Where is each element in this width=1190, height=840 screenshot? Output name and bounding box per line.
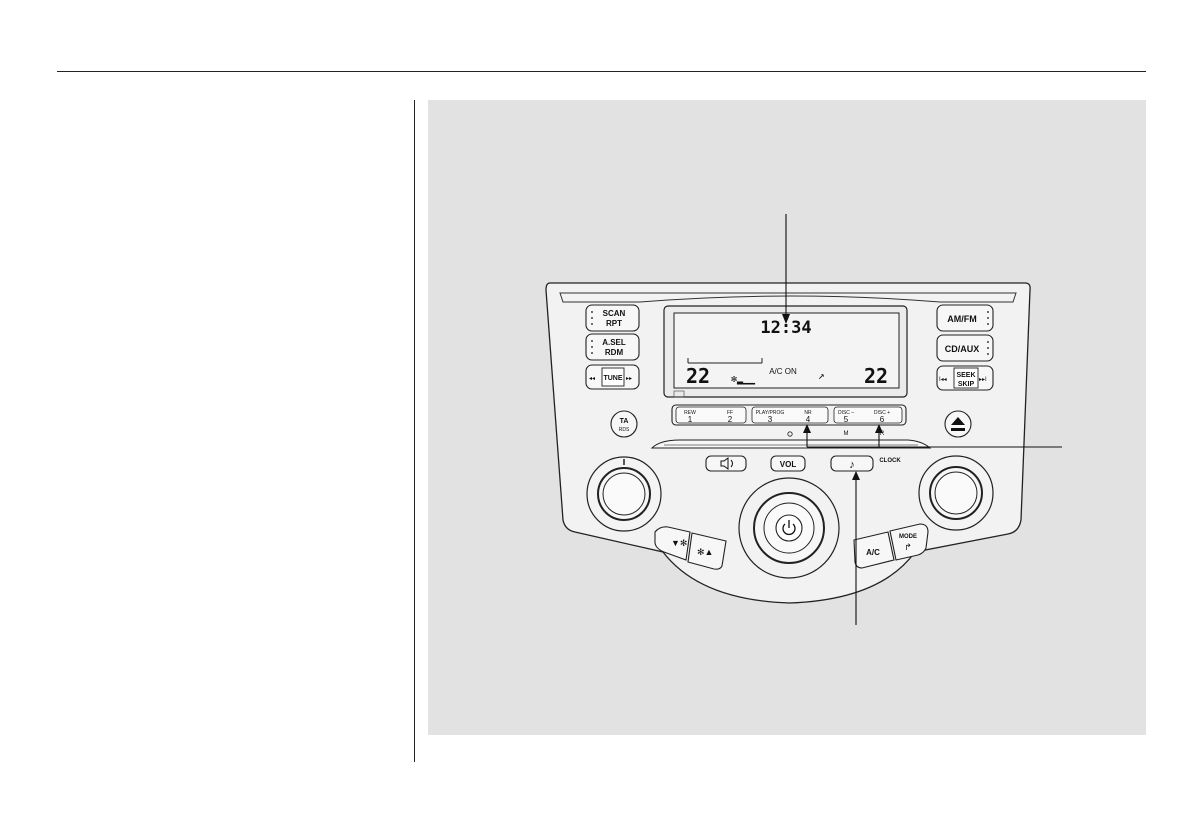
fan-down-icon: ▼✻ [671, 538, 687, 548]
console-top-band [559, 292, 1017, 303]
tune-down-icon: ◂◂ [589, 376, 595, 382]
seek-up-icon: ▸▸I [979, 377, 987, 383]
top-rule [57, 71, 1146, 72]
scan-label: SCAN [603, 309, 626, 318]
mode-button[interactable]: MODE ↱ [889, 523, 929, 561]
clock-readout: 12:34 [760, 318, 811, 338]
rdm-label: RDM [605, 348, 624, 357]
preset-button-3-4[interactable] [751, 406, 829, 424]
vol-button[interactable]: VOL [770, 455, 806, 472]
preset-4-top: NR [804, 410, 812, 416]
cd-aux-button[interactable]: CD/AUX [936, 334, 994, 362]
callout-preset-buttons [803, 424, 1062, 448]
preset-2-top: FF [727, 410, 733, 416]
sound-button[interactable]: ♪ [830, 455, 874, 472]
ac-label: A/C [866, 548, 880, 557]
ac-status-readout: A/C ON [769, 367, 797, 376]
lcd-screen [673, 312, 900, 389]
skip-label: SKIP [958, 381, 975, 388]
preset-button-5-6[interactable] [833, 406, 903, 424]
scan-rpt-button[interactable]: SCAN RPT [585, 304, 640, 332]
callout-display [782, 214, 790, 324]
preset-5-num: 5 [844, 415, 849, 424]
preset-6-num: 6 [880, 415, 885, 424]
callout-sound-button [852, 471, 860, 625]
cd-aux-label: CD/AUX [945, 344, 980, 354]
eject-button[interactable] [944, 410, 972, 438]
small-logo [673, 390, 685, 398]
clock-label: CLOCK [879, 458, 901, 464]
asel-label: A.SEL [602, 338, 626, 347]
ta-rds-button[interactable]: TA RDS [610, 410, 638, 438]
seek-label: SEEK [956, 372, 975, 379]
seek-down-icon: I◂◂ [939, 377, 947, 383]
preset-button-1-2[interactable] [675, 406, 747, 424]
am-fm-button[interactable]: AM/FM [936, 304, 994, 332]
tune-up-icon: ▸▸ [626, 376, 632, 382]
preset-1-top: REW [684, 410, 696, 416]
ac-button[interactable]: A/C [853, 531, 895, 569]
mute-button[interactable] [705, 455, 747, 472]
preset-2-num: 2 [728, 415, 733, 424]
rpt-label: RPT [606, 319, 622, 328]
column-divider [414, 100, 415, 762]
fan-level-icon: ✻▂▁▁ [731, 374, 756, 385]
fan-down-button[interactable]: ▼✻ [654, 526, 691, 561]
preset-3-num: 3 [768, 415, 773, 424]
right-temperature-knob[interactable] [918, 455, 994, 531]
preset-r-label: R [880, 431, 885, 437]
airflow-icon: ↱ [904, 542, 912, 552]
asel-rdm-button[interactable]: A.SEL RDM [585, 333, 640, 361]
mode-label: MODE [899, 534, 917, 540]
fan-up-button[interactable]: ✻▲ [687, 532, 727, 570]
tune-rocker-button[interactable]: ◂◂ TUNE ▸▸ [585, 364, 640, 390]
seek-skip-rocker-button[interactable]: I◂◂ SEEK SKIP ▸▸I [936, 365, 994, 391]
cd-slot [650, 439, 932, 449]
power-volume-knob[interactable] [738, 477, 840, 579]
indicator-led [787, 431, 793, 437]
preset-1-num: 1 [688, 415, 693, 424]
vol-label: VOL [780, 460, 797, 469]
temp-left-readout: 22 [686, 364, 710, 388]
preset-m-label: M [844, 431, 849, 437]
preset-5-top: DISC – [838, 410, 854, 416]
music-note-icon: ♪ [849, 459, 855, 471]
airflow-mode-icon: ↗ [818, 369, 825, 382]
eject-icon [951, 417, 965, 431]
left-temperature-knob[interactable] [586, 456, 662, 532]
preset-3-top: PLAY/PROG [756, 410, 785, 416]
power-icon [782, 520, 796, 536]
temp-right-readout: 22 [864, 364, 888, 388]
rds-label: RDS [619, 427, 630, 433]
preset-6-top: DISC + [874, 410, 890, 416]
tune-label: TUNE [603, 375, 622, 382]
fan-up-icon: ✻▲ [697, 547, 713, 557]
preset-4-num: 4 [806, 415, 811, 424]
speaker-icon [720, 457, 733, 470]
am-fm-label: AM/FM [947, 314, 977, 324]
preset-strip: REW 1 FF 2 PLAY/PROG 3 NR 4 DISC – 5 DIS… [671, 404, 907, 426]
ta-label: TA [620, 418, 629, 425]
